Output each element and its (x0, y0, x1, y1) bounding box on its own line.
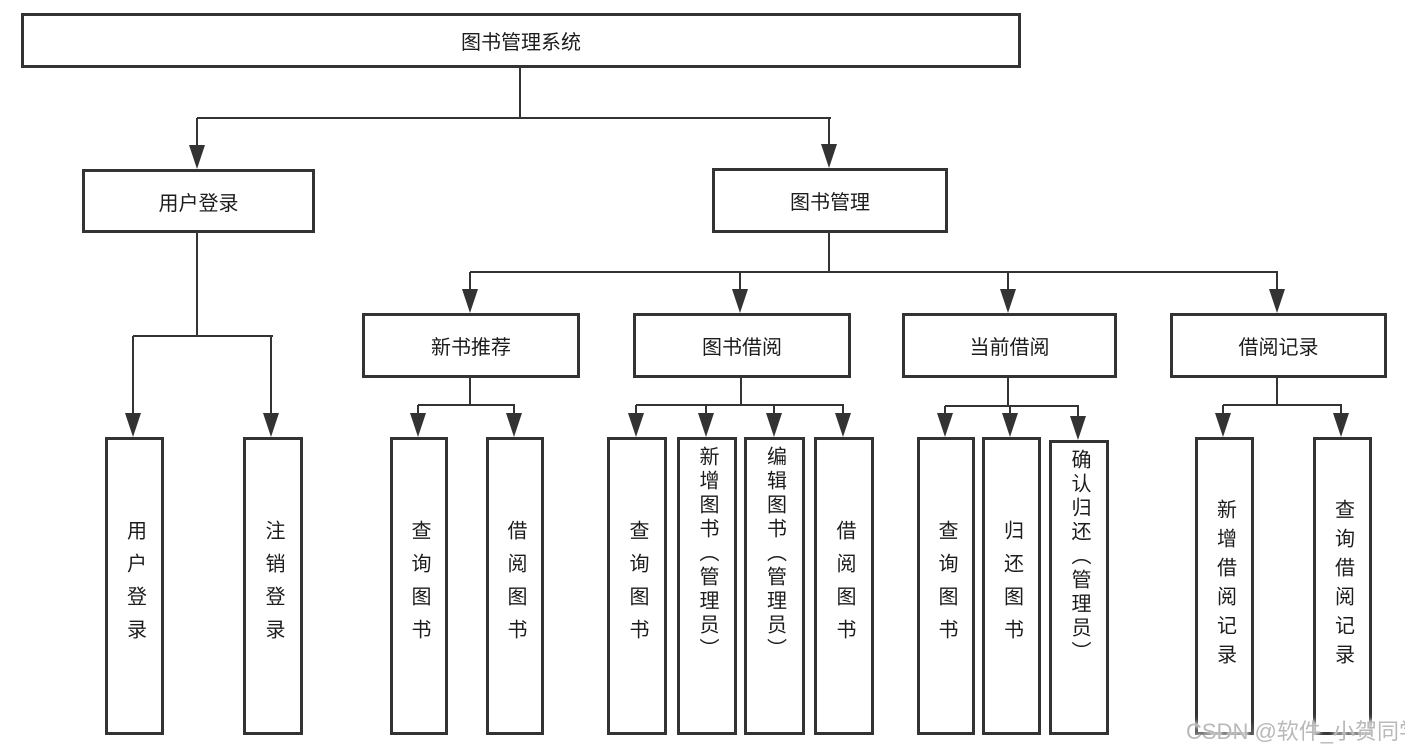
leaf-cb-query-books: 查询图书 (917, 437, 975, 735)
arrowhead-cb-confirm (1070, 416, 1086, 440)
connector-drop-cb-confirm (1077, 406, 1079, 419)
connector-new-book-rec-split (418, 404, 515, 406)
connector-drop-bb-borrow (842, 405, 844, 419)
connector-book-borrow-stem (740, 378, 742, 406)
leaf-rec-query-books-label: 查询图书 (408, 520, 430, 652)
connector-book-mgmt-stem (828, 233, 830, 273)
connector-drop-cb-query (944, 406, 946, 419)
connector-drop-borrow-records (1276, 272, 1278, 294)
leaf-br-add-record: 新增借阅记录 (1195, 437, 1254, 735)
leaf-user-login-label: 用户登录 (123, 520, 146, 652)
arrowhead-leaf-login (125, 413, 141, 437)
arrowhead-user-login (189, 145, 205, 169)
connector-drop-current-borrow (1007, 272, 1009, 294)
node-new-book-rec: 新书推荐 (362, 313, 580, 378)
leaf-user-login: 用户登录 (105, 437, 164, 735)
node-user-login-label: 用户登录 (158, 192, 239, 215)
arrowhead-cb-return (1002, 413, 1018, 437)
leaf-rec-borrow-books-label: 借阅图书 (504, 520, 526, 652)
leaf-rec-query-books: 查询图书 (390, 437, 448, 735)
leaf-bb-add-book: 新增图书（管理员） (677, 437, 737, 735)
arrowhead-rec-query (410, 413, 426, 437)
connector-borrow-records-stem (1276, 378, 1278, 406)
leaf-cb-confirm-return-label: 确认归还（管理员） (1068, 449, 1090, 665)
connector-book-borrow-split (636, 404, 844, 406)
connector-drop-leaf-login (132, 336, 134, 416)
connector-user-login-stem (196, 233, 198, 337)
node-user-login: 用户登录 (82, 169, 315, 233)
arrowhead-bb-edit (766, 413, 782, 437)
arrowhead-leaf-logout (263, 413, 279, 437)
node-borrow-records-label: 借阅记录 (1238, 337, 1319, 359)
leaf-bb-query-books-label: 查询图书 (626, 520, 648, 652)
node-book-mgmt: 图书管理 (712, 168, 948, 233)
leaf-logout-label: 注销登录 (262, 520, 284, 652)
leaf-bb-borrow-books-label: 借阅图书 (833, 520, 855, 652)
arrowhead-book-mgmt (821, 144, 837, 168)
node-book-borrow-label: 图书借阅 (702, 337, 782, 359)
connector-drop-bb-edit (773, 405, 775, 419)
connector-drop-rec-borrow (513, 405, 515, 419)
leaf-cb-return-books-label: 归还图书 (1000, 520, 1023, 652)
connector-drop-user-login (196, 118, 198, 150)
leaf-br-add-record-label: 新增借阅记录 (1213, 499, 1236, 673)
leaf-bb-edit-book: 编辑图书（管理员） (744, 437, 805, 735)
leaf-bb-edit-book-label: 编辑图书（管理员） (763, 446, 786, 662)
leaf-br-query-record-label: 查询借阅记录 (1331, 499, 1354, 673)
connector-drop-new-book-rec (469, 272, 471, 294)
connector-book-mgmt-split (470, 271, 1278, 273)
arrowhead-borrow-records (1269, 289, 1285, 313)
connector-borrow-records-split (1223, 404, 1342, 406)
leaf-cb-query-books-label: 查询图书 (935, 520, 957, 652)
leaf-rec-borrow-books: 借阅图书 (486, 437, 544, 735)
connector-drop-bb-add (705, 405, 707, 419)
connector-root-stem (519, 68, 521, 118)
node-book-mgmt-label: 图书管理 (790, 192, 870, 214)
connector-drop-cb-return (1009, 406, 1011, 419)
node-book-borrow: 图书借阅 (633, 313, 851, 378)
arrowhead-bb-query (628, 413, 644, 437)
arrowhead-bb-borrow (835, 413, 851, 437)
leaf-cb-confirm-return: 确认归还（管理员） (1049, 440, 1109, 735)
node-root-label: 图书管理系统 (461, 32, 581, 54)
leaf-br-query-record: 查询借阅记录 (1313, 437, 1372, 735)
connector-new-book-rec-stem (469, 378, 471, 406)
connector-user-login-split (133, 335, 273, 337)
arrowhead-br-query (1333, 413, 1349, 437)
leaf-bb-borrow-books: 借阅图书 (814, 437, 874, 735)
connector-drop-br-query (1340, 405, 1342, 419)
arrowhead-rec-borrow (506, 413, 522, 437)
node-root: 图书管理系统 (21, 13, 1021, 68)
node-current-borrow-label: 当前借阅 (969, 337, 1050, 359)
connector-drop-bb-query (635, 405, 637, 419)
leaf-logout: 注销登录 (243, 437, 303, 735)
connector-current-borrow-split (945, 405, 1079, 407)
connector-root-split (197, 117, 831, 119)
leaf-cb-return-books: 归还图书 (982, 437, 1041, 735)
arrowhead-br-add (1215, 413, 1231, 437)
connector-drop-leaf-logout (270, 336, 272, 416)
connector-drop-rec-query (417, 405, 419, 419)
arrowhead-cb-query (937, 413, 953, 437)
connector-drop-book-borrow (739, 272, 741, 294)
connector-current-borrow-stem (1007, 378, 1009, 407)
node-borrow-records: 借阅记录 (1170, 313, 1387, 378)
arrowhead-new-book-rec (462, 289, 478, 313)
arrowhead-bb-add (698, 413, 714, 437)
arrowhead-book-borrow (732, 289, 748, 313)
leaf-bb-add-book-label: 新增图书（管理员） (696, 446, 718, 662)
node-current-borrow: 当前借阅 (902, 313, 1117, 378)
arrowhead-current-borrow (1000, 289, 1016, 313)
connector-drop-br-add (1222, 405, 1224, 419)
csdn-watermark: CSDN @软件_小贺同学 (1186, 719, 1405, 744)
connector-drop-book-mgmt (828, 118, 830, 149)
leaf-bb-query-books: 查询图书 (607, 437, 667, 735)
node-new-book-rec-label: 新书推荐 (431, 337, 511, 359)
